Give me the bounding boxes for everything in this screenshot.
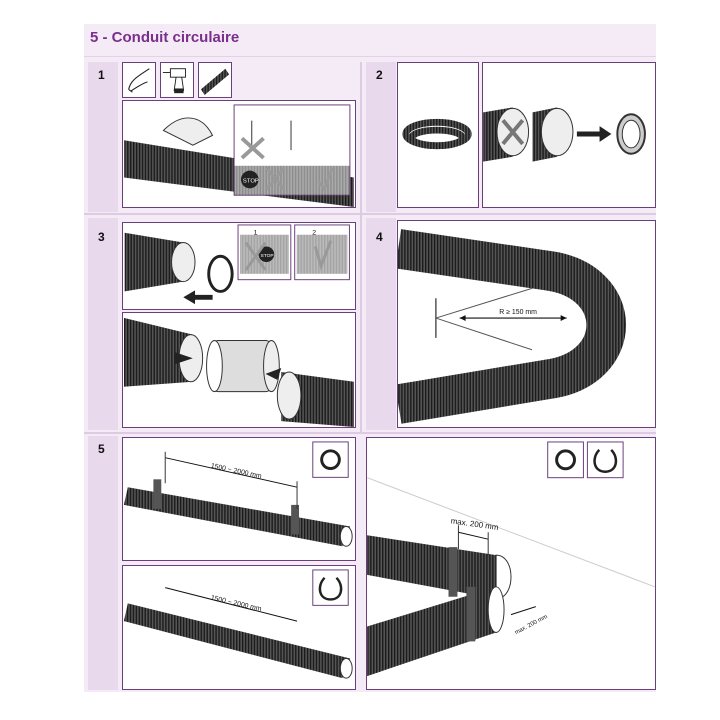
step-number-cell [88,62,118,212]
divider [84,56,656,57]
step-5-clamp-spacing-illustration: 1500 ~ 2000 mm [122,437,356,561]
step-2-cut-illustration [482,62,656,208]
step-2-coil-illustration [397,62,479,208]
sub-label: 2 [312,230,316,237]
row-divider [84,213,656,215]
step-number: 2 [376,68,383,82]
step-number: 3 [98,230,105,244]
section-title: 5 - Conduit circulaire [90,29,240,46]
step-number: 1 [98,68,105,82]
step-5-clip-spacing-illustration: 1500 ~ 2000 mm [122,565,356,690]
step-number-cell [88,436,118,690]
spacing-label: 1500 ~ 2000 mm [210,463,262,481]
stop-label: STOP [261,253,274,259]
row-divider [84,432,656,434]
step-number: 5 [98,442,105,456]
pipe-icon [198,62,232,98]
max-distance-label: max. 200 mm [450,516,499,532]
step-3-seal-illustration: STOP 1 2 [122,222,356,310]
step-number: 4 [376,230,383,244]
radius-label: R ≥ 150 mm [499,309,537,316]
stop-label: STOP [243,178,259,184]
step-4-bend-illustration: R ≥ 150 mm [397,220,656,428]
sub-label: 1 [254,230,258,237]
column-divider [360,62,362,432]
drill-icon [160,62,194,98]
step-number-cell [88,218,118,430]
step-5-parallel-clamps-illustration: max. 200 mm max. 200 mm [366,437,656,690]
hand-cutter-icon [122,62,156,98]
step-number-cell [366,62,396,212]
max-distance-label: max. 200 mm [514,614,549,636]
spacing-label: 1500 ~ 2000 mm [210,595,262,614]
step-3-coupling-illustration [122,312,356,428]
step-1-illustration: STOP [122,100,356,208]
step-number-cell [366,218,396,430]
